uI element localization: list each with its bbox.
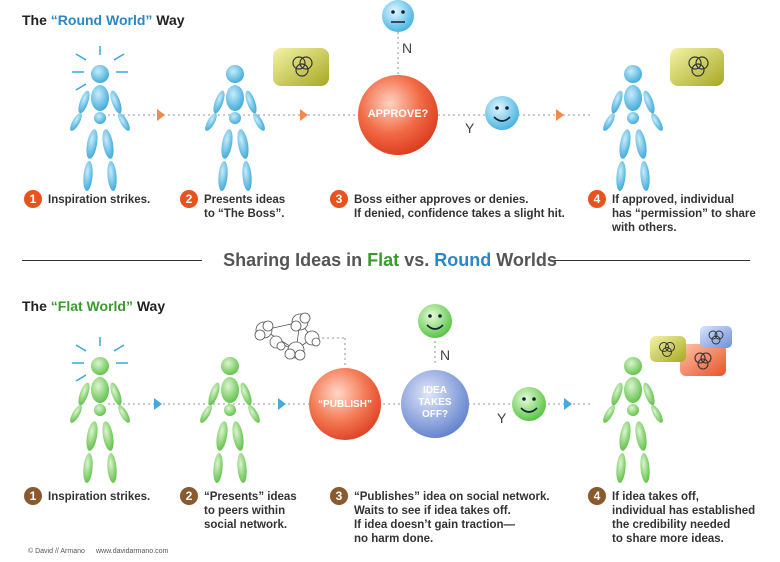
flat-step-3-number: 3 [330,487,348,505]
round-world-diagram [70,0,724,192]
round-step-3-number: 3 [330,190,348,208]
figure-icon [603,65,663,192]
idea-bubble-icon [273,48,329,86]
round-step-1-text: Inspiration strikes. [48,194,151,206]
publish-label: “PUBLISH” [318,399,372,410]
flat-step-4-text: If idea takes off, individual has establ… [612,491,756,545]
figure-icon [603,357,663,484]
credit-author: © David // Armano [28,548,85,555]
idea-bubble-icon [680,344,726,376]
smiley-icon [512,387,546,421]
arrow-icon [556,109,564,121]
network-icon [254,312,321,361]
flat-step-2-number: 2 [180,487,198,505]
credit-site: www.davidarmano.com [96,548,169,555]
flat-world-title: The “Flat World” Way [22,298,166,314]
arrow-icon [300,109,308,121]
round-step-4-text: If approved, individual has “permission”… [612,194,756,234]
flat-step-4-number: 4 [588,487,606,505]
flat-step-2-text: “Presents” ideas to peers within social … [204,491,297,531]
flat-step-1-text: Inspiration strikes. [48,491,151,503]
round-step-2-number: 2 [180,190,198,208]
figure-icon [205,65,265,192]
round-y-label: Y [465,120,475,136]
flat-y-label: Y [497,410,507,426]
round-step-3-text: Boss either approves or denies. If denie… [354,194,565,220]
approve-label: APPROVE? [367,108,429,120]
inspiration-rays-icon [72,337,128,382]
round-step-1-number: 1 [24,190,42,208]
divider-line-right [554,260,750,261]
neutral-face-icon [382,0,414,32]
flat-step-1-number: 1 [24,487,42,505]
arrow-icon [154,398,162,410]
arrow-icon [157,109,165,121]
flat-n-label: N [440,347,451,363]
flat-world-diagram [70,304,732,484]
inspiration-rays-icon [72,46,128,91]
round-n-label: N [402,40,413,56]
approve-circle [358,75,438,155]
round-step-2-text: Presents ideas to “The Boss”. [204,194,286,220]
publish-circle [309,368,381,440]
idea-bubble-icon [700,326,732,348]
round-step-4-number: 4 [588,190,606,208]
idea-bubble-icon [670,48,724,86]
arrow-icon [278,398,286,410]
arrow-icon [564,398,572,410]
figure-icon [70,65,130,192]
figure-icon [70,357,130,484]
divider-line-left [22,260,202,261]
smiley-icon [418,304,452,338]
flat-step-3-text: “Publishes” idea on social network. Wait… [354,491,550,545]
figure-icon [200,357,260,484]
takes-off-label: IDEA TAKES OFF? [418,385,452,420]
round-world-title: The “Round World” Way [22,12,185,28]
page-title: Sharing Ideas in Flat vs. Round Worlds [223,250,557,270]
idea-bubble-icon [650,336,686,362]
smiley-icon [485,96,519,130]
takes-off-circle [401,370,469,438]
